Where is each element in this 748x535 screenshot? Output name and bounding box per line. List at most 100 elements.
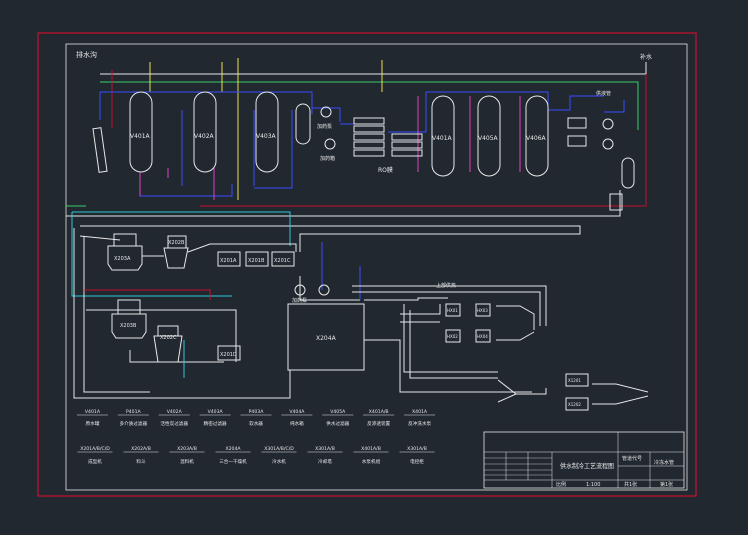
supply-pipe-label: 供液管 — [596, 90, 611, 97]
title-right-mid: 冷冻水管 — [654, 459, 674, 466]
legend-code: V405A — [330, 409, 346, 415]
legend-row-2: X201A/B/C/D成型机X202A/B料斗X203A/B混料机X204A三合… — [77, 446, 435, 465]
ro-membrane-stack: RO膜 — [353, 117, 423, 174]
circ-pump-1[interactable] — [294, 284, 306, 296]
vessel-t5-label: V405A — [478, 135, 499, 142]
vessel-t4[interactable] — [431, 95, 455, 177]
lower-unit-a-label: X1201 — [568, 378, 581, 383]
pump-icon-2[interactable] — [602, 138, 614, 150]
vessel-t2-label: V402A — [194, 133, 215, 140]
pump-hx-1[interactable] — [567, 117, 587, 129]
inner-frame — [65, 43, 688, 491]
x201c-machine[interactable] — [271, 251, 295, 267]
legend-code: X201A/B/C/D — [80, 446, 110, 452]
hx-b-label: HX02 — [447, 334, 458, 339]
x203b-label: X203B — [120, 323, 137, 329]
title-right-top: 管道代号 — [622, 455, 642, 462]
legend-code: X202A/B — [131, 446, 151, 452]
vessel-t5[interactable] — [477, 95, 501, 177]
vessel-t4-label: V401A — [432, 135, 453, 142]
pump-icon-1[interactable] — [602, 118, 614, 130]
vessel-group-right: V401A V405A V406A — [431, 95, 635, 211]
left-column-tank[interactable] — [92, 127, 108, 173]
x202b-machine[interactable] — [163, 247, 189, 269]
filter-vessel[interactable] — [295, 103, 311, 145]
x201d-machine[interactable] — [217, 345, 241, 361]
x201c-label: X201C — [274, 258, 291, 264]
drawing-title: 供水制冷工艺流程图 — [560, 461, 614, 470]
legend-name: 供水过滤器 — [326, 420, 349, 427]
right-filter-vessel[interactable] — [621, 157, 635, 189]
legend-code: X401A — [412, 409, 428, 415]
legend-code: V404A — [289, 409, 305, 415]
title-block: 供水制冷工艺流程图 管道代号 冷冻水管 比例 1:100 共1张 第1张 — [483, 431, 685, 489]
dosing-tank-label: 加药箱 — [320, 155, 335, 162]
legend-name: 活性炭过滤器 — [160, 420, 188, 427]
legend-code: P401A — [126, 409, 142, 415]
vessel-t3-label: V403A — [256, 133, 277, 140]
vessel-t1-label: V401A — [130, 133, 151, 140]
legend-name: 原水罐 — [86, 420, 100, 427]
lower-unit-a[interactable] — [565, 373, 589, 387]
legend-name: 精密过滤器 — [204, 420, 227, 427]
hx-b[interactable] — [445, 329, 461, 343]
legend-code: V403A — [208, 409, 224, 415]
x201b-machine[interactable] — [245, 251, 269, 267]
x203a-label: X203A — [114, 256, 131, 262]
legend-name: 冷水机 — [272, 458, 286, 465]
hx-a-label: HX01 — [447, 308, 458, 313]
legend-name: 冷却塔 — [318, 458, 332, 465]
hx-c-label: HX03 — [477, 308, 488, 313]
dosing-pump-label: 加药泵 — [317, 123, 332, 130]
x201b-label: X201B — [248, 258, 265, 264]
x201d-label: X201D — [220, 352, 237, 358]
control-box[interactable] — [609, 193, 623, 211]
legend-name: 纯水箱 — [290, 420, 304, 427]
lower-unit-b[interactable] — [565, 397, 589, 411]
vessel-t6-label: V406A — [526, 135, 547, 142]
vessel-t6[interactable] — [525, 95, 549, 177]
dosing-tank-icon[interactable] — [324, 138, 336, 150]
legend-name: 电控柜 — [410, 458, 424, 465]
upper-hx-label: 上部供热 — [436, 282, 456, 289]
pipe-network — [66, 58, 649, 405]
x204a-chiller[interactable] — [287, 303, 365, 371]
legend-code: X204A — [225, 446, 241, 452]
vessel-t1[interactable] — [129, 91, 153, 173]
x201a-machine[interactable] — [217, 251, 241, 267]
circ-pump-2[interactable] — [318, 284, 330, 296]
legend-code: V401A — [85, 409, 101, 415]
pump-hx-2[interactable] — [567, 135, 587, 147]
sheet-label: 共1张 — [624, 481, 637, 488]
machine-group-upper: X203A X202B X201A X201B X201C — [79, 233, 297, 271]
legend-name: 软水器 — [249, 420, 263, 427]
x204a-label: X204A — [316, 335, 337, 342]
machine-group-lower: X203B X202C X201D X204A 加药泵 — [111, 284, 365, 371]
x203a-machine[interactable] — [107, 245, 143, 271]
x203b-machine[interactable] — [111, 313, 147, 339]
legend-name: 料斗 — [136, 458, 146, 465]
legend-code: X401A/B — [369, 409, 389, 415]
legend-name: 反冲洗水泵 — [408, 420, 431, 427]
legend-code: X301A/B — [407, 446, 427, 452]
hx-d-label: HX04 — [477, 334, 488, 339]
ro-label: RO膜 — [378, 166, 393, 174]
hx-a[interactable] — [445, 303, 461, 317]
hx-c[interactable] — [475, 303, 491, 317]
circ-pumps-label: 加药泵 — [292, 297, 307, 304]
vessel-t3[interactable] — [255, 91, 279, 173]
outer-frame — [37, 32, 697, 497]
scale-value: 1:100 — [586, 482, 600, 488]
dosing-unit: 加药泵 加药箱 — [317, 106, 336, 162]
hx-d[interactable] — [475, 329, 491, 343]
x201a-label: X201A — [220, 258, 237, 264]
top-left-label: 排水沟 — [76, 50, 97, 59]
legend-name: 多介质过滤器 — [120, 420, 148, 427]
legend-name: 成型机 — [88, 458, 102, 465]
legend-name: 混料机 — [180, 458, 194, 465]
vessel-t2[interactable] — [193, 91, 217, 173]
legend-code: X301A/B — [315, 446, 335, 452]
legend-code: X401A/B — [361, 446, 381, 452]
dosing-pump-icon[interactable] — [320, 106, 332, 118]
